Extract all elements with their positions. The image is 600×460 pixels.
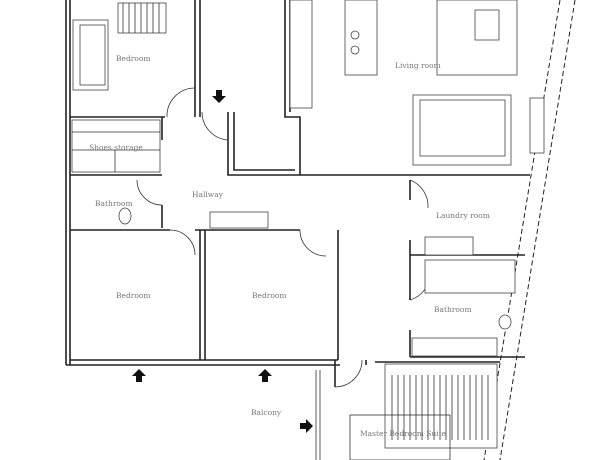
- label-bathroom-right: Bathroom: [434, 305, 472, 314]
- label-balcony: Balcony: [251, 408, 282, 417]
- arrow-up-icon: [258, 369, 272, 382]
- label-bedroom-top: Bedroom: [116, 54, 150, 63]
- kitchen-counter: [289, 0, 313, 109]
- label-master-suite: Master Bedroom Suite: [360, 429, 447, 438]
- console: [209, 211, 269, 229]
- vanity: [411, 337, 498, 357]
- cabinet: [529, 97, 545, 154]
- toilet-2: [498, 314, 512, 330]
- label-laundry-room: Laundry room: [436, 211, 490, 220]
- dining-table: [117, 2, 167, 34]
- arrow-down-icon: [212, 90, 226, 103]
- bathtub: [424, 259, 516, 294]
- arrow-right-icon: [300, 419, 313, 433]
- stair-treads: [391, 375, 489, 440]
- arrow-up-icon: [132, 369, 146, 382]
- toilet: [118, 207, 132, 225]
- room-labels: Bedroom Shoes storage Bathroom Hallway L…: [89, 54, 490, 438]
- label-bedroom-left: Bedroom: [116, 291, 150, 300]
- label-living-room: Living room: [395, 61, 441, 70]
- kitchen-island: [344, 0, 378, 76]
- doors: [136, 87, 431, 388]
- label-hallway: Hallway: [192, 190, 224, 199]
- entry-arrows: [132, 90, 313, 433]
- shoes-cabinet: [71, 119, 161, 173]
- label-shoes-storage: Shoes storage: [89, 143, 143, 152]
- table-slats: [122, 3, 160, 33]
- furniture: [71, 0, 545, 460]
- washer: [424, 236, 474, 256]
- label-bathroom-left: Bathroom: [95, 199, 133, 208]
- label-bedroom-middle: Bedroom: [252, 291, 286, 300]
